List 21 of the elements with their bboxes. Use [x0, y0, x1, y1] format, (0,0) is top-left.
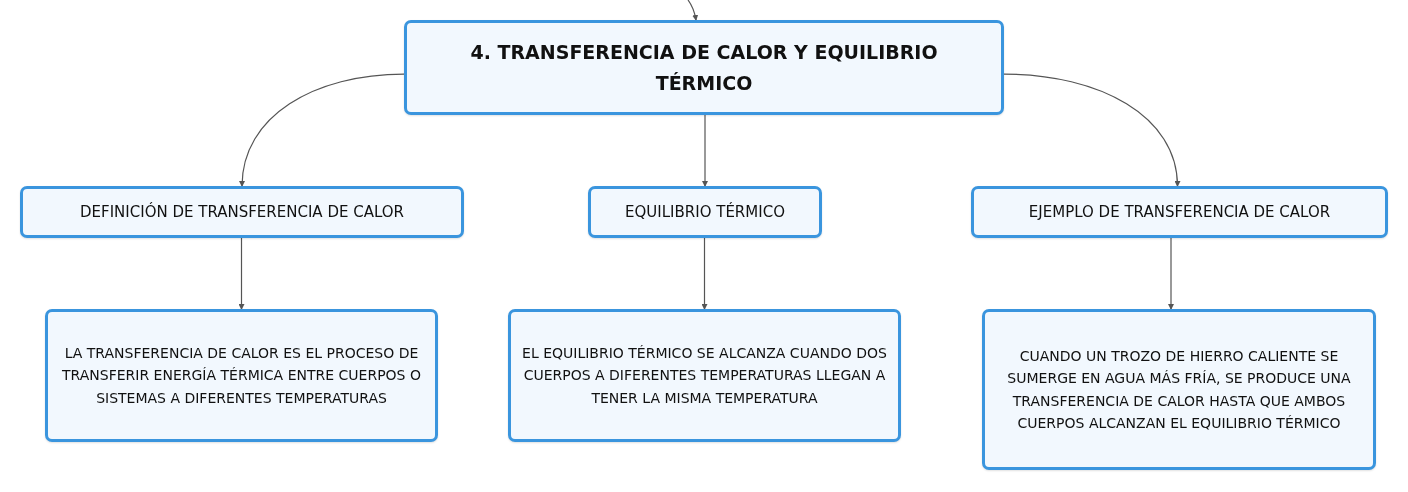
connector-arrow	[238, 237, 245, 310]
connector-arrow	[687, 0, 699, 21]
description-box	[45, 309, 438, 442]
subtopic-box	[971, 186, 1388, 238]
connector-arrow	[1003, 73, 1180, 187]
subtopic-box	[20, 186, 464, 238]
subtopic-box	[588, 186, 822, 238]
description-box	[508, 309, 901, 442]
connector-arrow	[701, 237, 708, 310]
node-text: EJEMPLO DE TRANSFERENCIA DE CALOR	[1028, 202, 1331, 223]
connector-arrow	[1168, 237, 1174, 310]
connector-arrow	[239, 73, 405, 187]
connector-arrow	[702, 114, 708, 187]
title-text: 4. TRANSFERENCIA DE CALOR Y EQUILIBRIO TÉRMICO	[469, 40, 939, 96]
node-text: CUANDO UN TROZO DE HIERRO CALIENTE SE SUMERGE EN AGUA MÁS FRÍA, SE PRODUCE UNA TRANSFERENCIA DE CALOR HASTA QUE AMBOS CUERPOS ALCANZAN EL EQUILIBRIO TÉRMICO	[1006, 346, 1352, 433]
description-box	[982, 309, 1376, 470]
node-text: EL EQUILIBRIO TÉRMICO SE ALCANZA CUANDO DOS CUERPOS A DIFERENTES TEMPERATURAS LLEGAN A TENER LA MISMA TEMPERATURA	[521, 343, 888, 408]
central-topic-box	[404, 20, 1004, 115]
node-text: DEFINICIÓN DE TRANSFERENCIA DE CALOR	[80, 201, 404, 223]
node-text: LA TRANSFERENCIA DE CALOR ES EL PROCESO DE TRANSFERIR ENERGÍA TÉRMICA ENTRE CUERPOS O SISTEMAS A DIFERENTES TEMPERATURAS	[61, 343, 422, 408]
node-text: EQUILIBRIO TÉRMICO	[625, 201, 785, 223]
